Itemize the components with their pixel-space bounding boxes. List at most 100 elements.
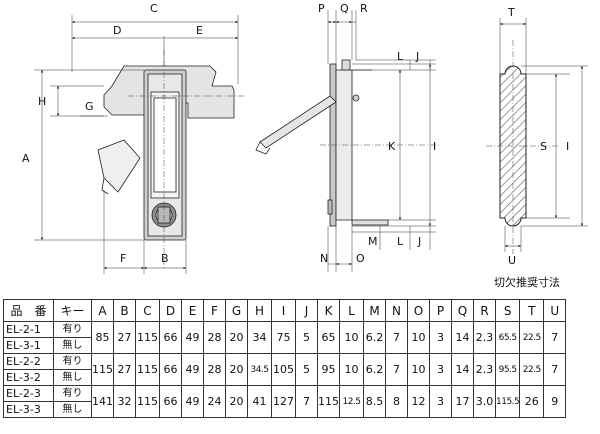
value-cell: 105: [271, 353, 296, 386]
value-cell: 28: [203, 353, 226, 386]
value-cell: 20: [225, 385, 248, 418]
value-cell: 10: [407, 321, 430, 354]
value-cell: 115: [91, 353, 114, 386]
table-header-cell: L: [339, 299, 364, 322]
value-cell: 5: [295, 321, 318, 354]
value-cell: 20: [225, 321, 248, 354]
table-header-cell: T: [519, 299, 545, 322]
value-cell: 49: [181, 385, 204, 418]
value-cell: 3: [429, 321, 452, 354]
dim-label-k: K: [388, 140, 396, 153]
table-header-cell: R: [473, 299, 496, 322]
value-cell: 65.5: [494, 321, 521, 354]
table-header-cell: 品 番: [3, 299, 54, 322]
dim-label-a: A: [22, 152, 30, 165]
value-cell: 5: [295, 353, 318, 386]
dim-label-n: N: [320, 252, 328, 265]
side-view: P Q R L J K I M L J N O: [255, 2, 440, 272]
key-cell: 無し: [53, 369, 92, 386]
value-cell: 2.3: [473, 321, 496, 354]
table-header-cell: D: [159, 299, 182, 322]
value-cell: 2.3: [473, 353, 496, 386]
table-header-cell: H: [247, 299, 272, 322]
table-header-cell: B: [113, 299, 136, 322]
value-cell: 85: [91, 321, 114, 354]
value-cell: 7: [385, 353, 408, 386]
value-cell: 3.0: [473, 385, 496, 418]
value-cell: 34.5: [247, 353, 272, 386]
dim-label-d: D: [113, 24, 121, 37]
dim-label-s: S: [540, 140, 547, 153]
value-cell: 12: [407, 385, 430, 418]
value-cell: 115: [317, 385, 340, 418]
value-cell: 32: [113, 385, 136, 418]
table-header-cell: I: [271, 299, 296, 322]
value-cell: 20: [225, 353, 248, 386]
value-cell: 7: [543, 353, 567, 386]
value-cell: 115: [135, 385, 160, 418]
key-cell: 有り: [53, 353, 92, 370]
dim-label-u: U: [508, 254, 516, 267]
dim-label-h: H: [38, 95, 46, 108]
value-cell: 66: [159, 385, 182, 418]
key-cell: 有り: [53, 321, 92, 338]
value-cell: 8.5: [363, 385, 386, 418]
part-number-cell: EL-3-1: [3, 337, 54, 354]
value-cell: 34: [247, 321, 272, 354]
table-header-cell: J: [295, 299, 318, 322]
value-cell: 12.5: [339, 385, 364, 418]
value-cell: 115.5: [494, 385, 521, 418]
dim-label-e: E: [196, 24, 203, 37]
part-number-cell: EL-2-1: [3, 321, 54, 338]
value-cell: 3: [429, 385, 452, 418]
part-number-cell: EL-3-3: [3, 401, 54, 418]
key-cell: 無し: [53, 337, 92, 354]
dim-label-i-cutout: I: [566, 140, 569, 153]
value-cell: 22.5: [519, 321, 545, 354]
table-header-cell: E: [181, 299, 204, 322]
dim-label-q: Q: [340, 2, 349, 15]
value-cell: 10: [339, 321, 364, 354]
dim-label-t: T: [507, 6, 515, 19]
cutout-view: T S I U 切欠推奨寸法: [486, 6, 588, 289]
dim-label-f: F: [120, 252, 126, 265]
cutout-caption: 切欠推奨寸法: [494, 275, 560, 289]
dim-label-g: G: [85, 100, 94, 113]
value-cell: 26: [519, 385, 545, 418]
value-cell: 49: [181, 321, 204, 354]
dim-label-j-top: J: [415, 50, 419, 63]
table-header-cell: P: [429, 299, 452, 322]
value-cell: 141: [91, 385, 114, 418]
front-view: C D E H G A F B: [22, 2, 246, 274]
key-cell: 有り: [53, 385, 92, 402]
dim-label-l-top: L: [397, 50, 404, 63]
value-cell: 41: [247, 385, 272, 418]
dim-label-l-bottom: L: [397, 235, 404, 248]
value-cell: 10: [407, 353, 430, 386]
value-cell: 115: [135, 353, 160, 386]
table-header-cell: キー: [53, 299, 92, 322]
dim-label-o: O: [356, 252, 365, 265]
dim-label-j-bottom: J: [417, 235, 421, 248]
value-cell: 7: [295, 385, 318, 418]
value-cell: 27: [113, 353, 136, 386]
value-cell: 24: [203, 385, 226, 418]
value-cell: 7: [543, 321, 567, 354]
value-cell: 75: [271, 321, 296, 354]
dim-label-m: M: [368, 235, 378, 248]
value-cell: 22.5: [519, 353, 545, 386]
value-cell: 95: [317, 353, 340, 386]
value-cell: 6.2: [363, 353, 386, 386]
dim-label-r: R: [360, 2, 368, 15]
dim-label-c: C: [150, 2, 158, 15]
dim-label-p: P: [318, 2, 325, 15]
table-header-cell: N: [385, 299, 408, 322]
technical-drawing: C D E H G A F B: [22, 2, 588, 289]
table-header-cell: G: [225, 299, 248, 322]
value-cell: 27: [113, 321, 136, 354]
